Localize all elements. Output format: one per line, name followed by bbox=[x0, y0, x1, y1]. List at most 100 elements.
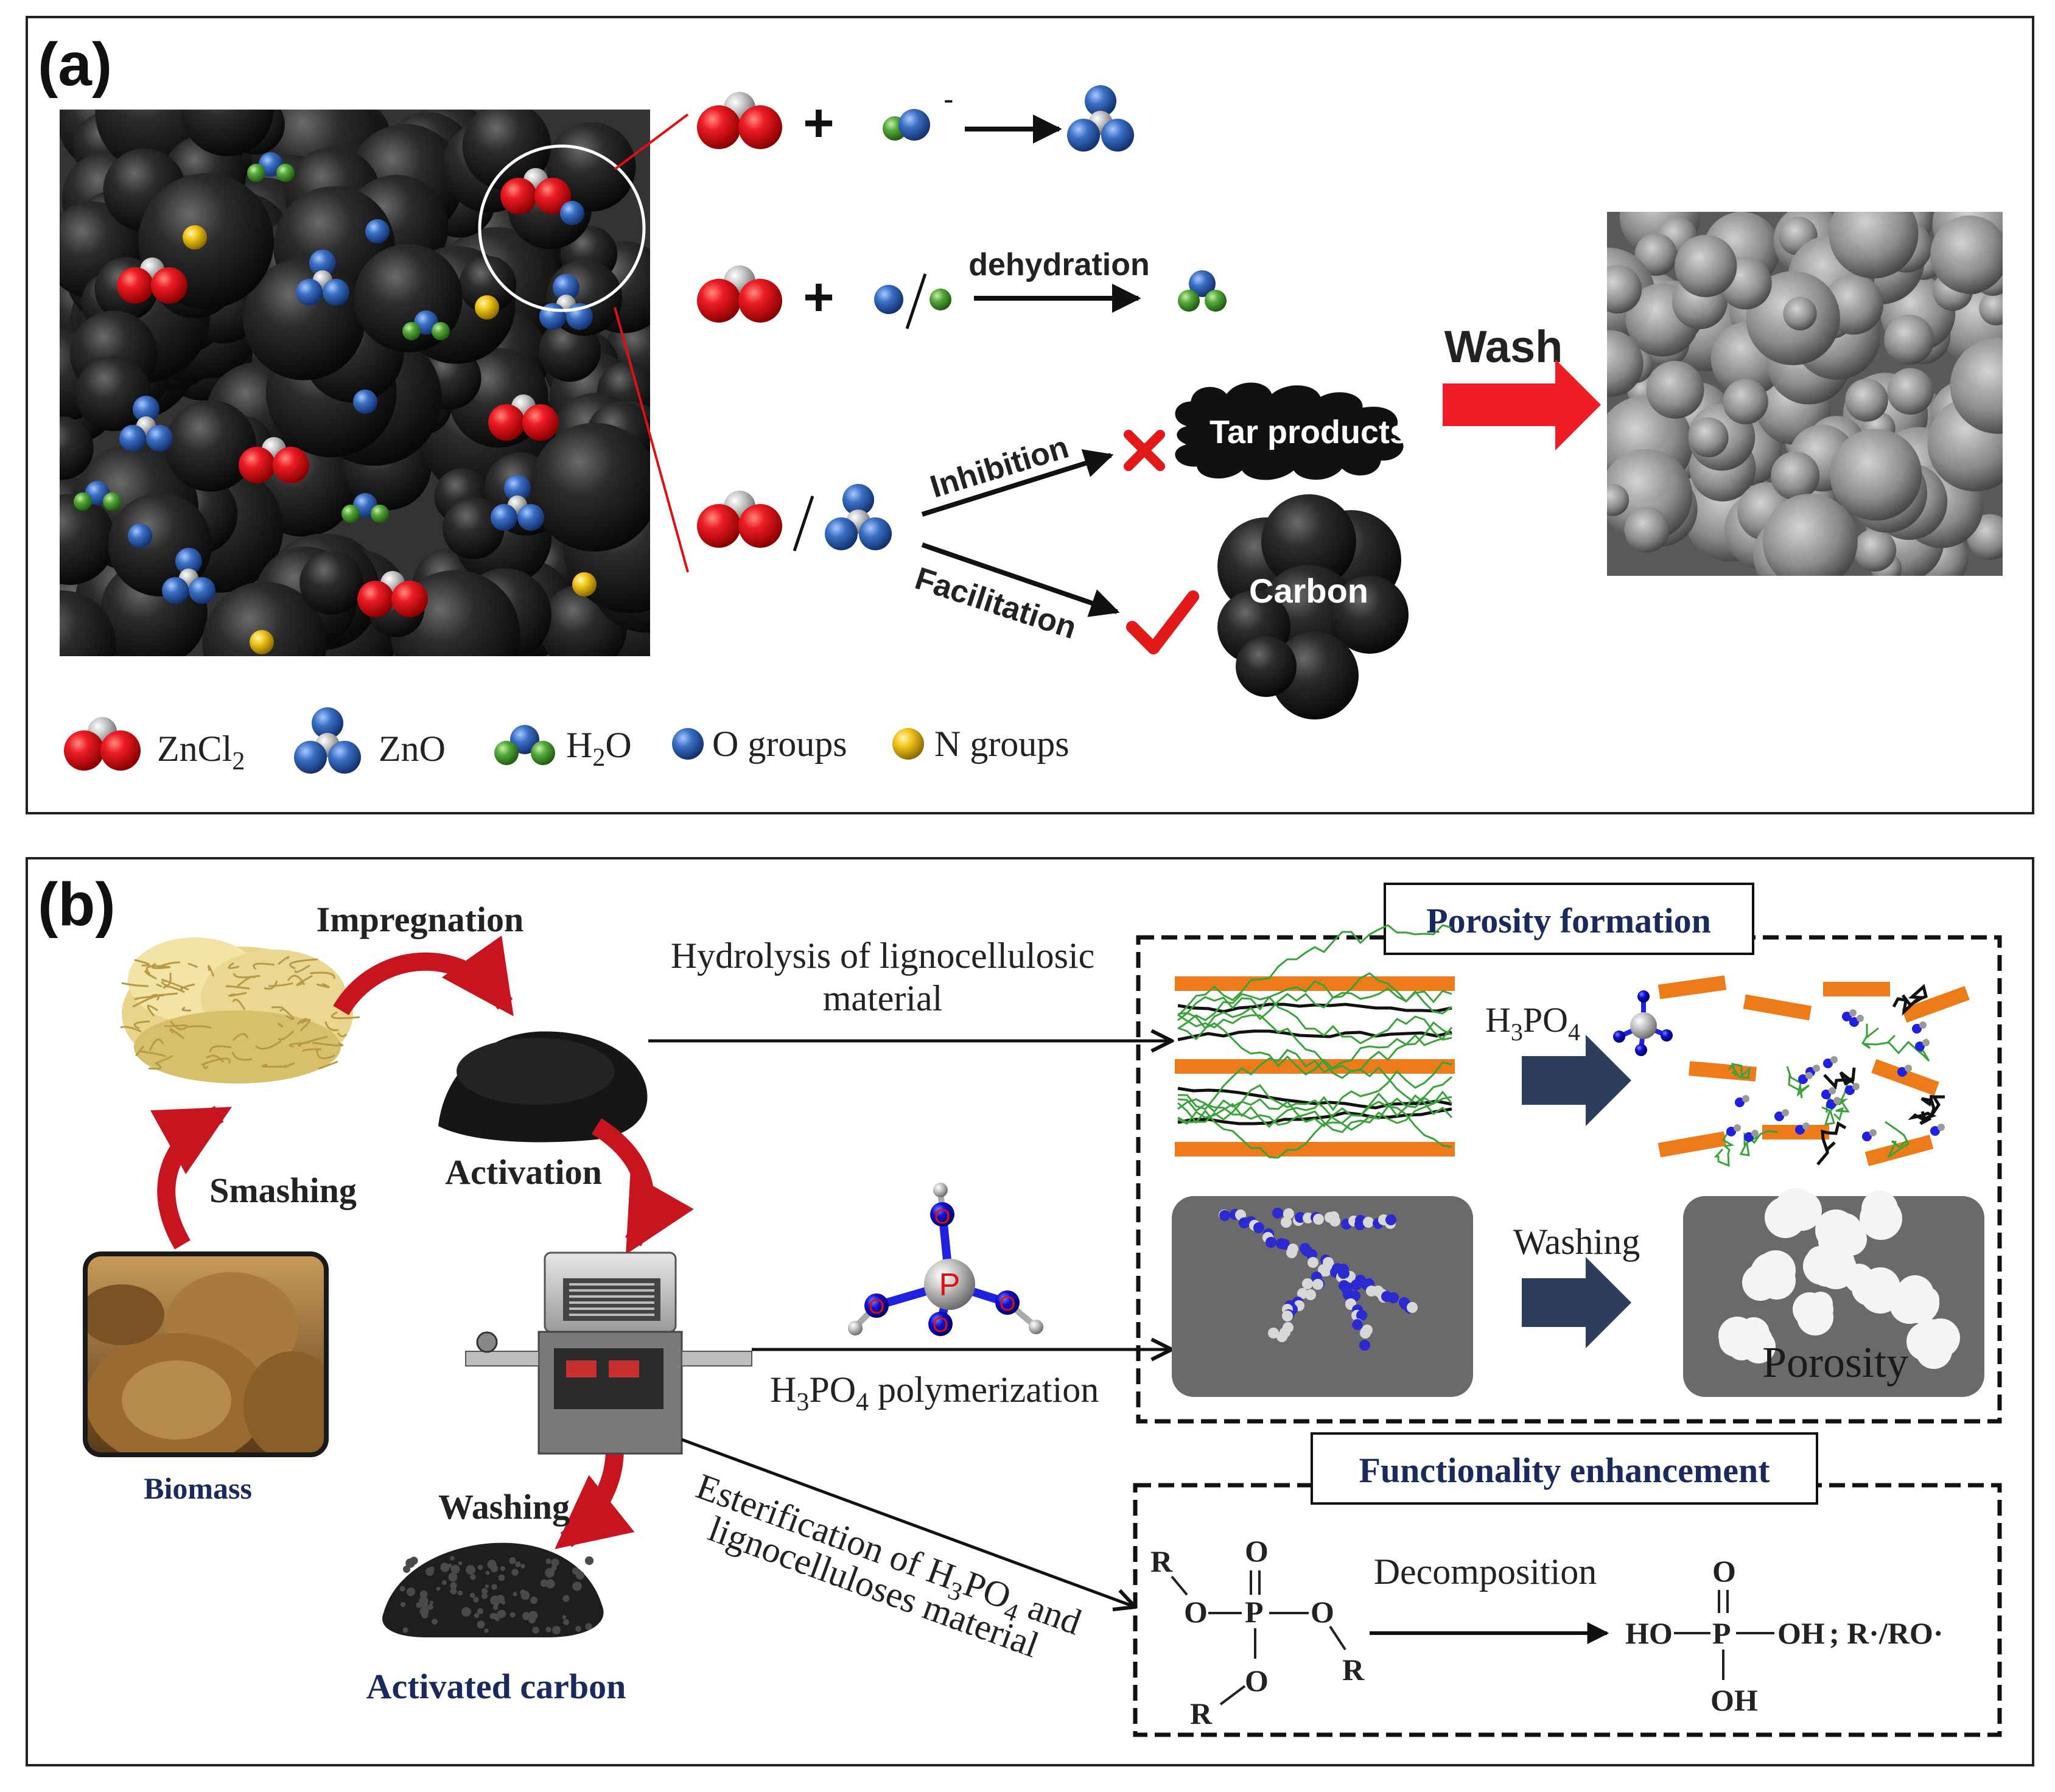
activated-carbon-image bbox=[382, 1542, 604, 1637]
functionality-title-box bbox=[1311, 1432, 1818, 1505]
legend-n-group-icon bbox=[892, 728, 924, 760]
molecule-o-label: O bbox=[933, 1314, 948, 1337]
carbon-label: Carbon bbox=[1249, 572, 1368, 610]
svg-text:HO: HO bbox=[1625, 1616, 1673, 1650]
h3po4-label: H3PO4 bbox=[1485, 1000, 1580, 1046]
tar-products-cloud: Tar products bbox=[1173, 380, 1408, 482]
legend-zncl2-label: ZnCl2 bbox=[157, 729, 245, 775]
slash-separator bbox=[793, 495, 814, 551]
reaction-row-1: + - bbox=[697, 82, 1134, 153]
activated-carbon-label: Activated carbon bbox=[366, 1667, 626, 1706]
svg-text:R: R bbox=[1150, 1544, 1173, 1578]
legend-n-group-label: N groups bbox=[934, 724, 1070, 764]
legend-h2o-icon bbox=[494, 725, 555, 765]
carbon-particle bbox=[442, 497, 505, 559]
carbon-particle bbox=[60, 590, 116, 656]
block-arrow-2 bbox=[1522, 1257, 1631, 1348]
carbon-particle bbox=[75, 355, 151, 432]
zno-molecule-2 bbox=[825, 484, 892, 550]
check-icon bbox=[1126, 590, 1199, 654]
tar-products-label: Tar products bbox=[1210, 414, 1408, 450]
functionality-title: Functionality enhancement bbox=[1359, 1451, 1770, 1490]
straw-pile-image bbox=[120, 937, 360, 1083]
carbon-particle bbox=[180, 110, 274, 156]
o-group-or-h2o bbox=[874, 273, 951, 329]
washing-label: Washing bbox=[1513, 1222, 1640, 1262]
phosphoric-acid-product: HO P O OH ; R·/RO· OH bbox=[1625, 1554, 1944, 1717]
zoom-circle bbox=[478, 144, 646, 312]
esterification-arrow bbox=[681, 1438, 1135, 1607]
zncl2-molecule bbox=[697, 92, 782, 149]
phosphate-ester-structure: R O P O O R O R bbox=[1150, 1534, 1365, 1731]
disrupted-lignocellulose bbox=[1658, 975, 1970, 1167]
minus-superscript: - bbox=[943, 82, 954, 116]
molecule-p-label: P bbox=[939, 1267, 961, 1303]
legend-h2o-label: H2O bbox=[566, 725, 632, 772]
carbon-particle bbox=[60, 416, 94, 480]
facilitation-arrow bbox=[921, 542, 1120, 617]
carbon-particle bbox=[202, 581, 327, 656]
legend-zno-icon bbox=[294, 707, 361, 774]
h3po4-molecule: P O O O O bbox=[848, 1183, 1043, 1337]
hydrolysis-label-line1: Hydrolysis of lignocellulosic bbox=[671, 936, 1095, 976]
cross-icon bbox=[1124, 430, 1165, 471]
h2o-molecule bbox=[1178, 270, 1227, 312]
impregnation-label: Impregnation bbox=[317, 900, 524, 939]
legend-zno-label: ZnO bbox=[379, 729, 446, 769]
plus-sign-1: + bbox=[803, 93, 834, 153]
carbon-particle bbox=[299, 550, 364, 615]
zoom-line-bottom bbox=[614, 307, 689, 573]
hydroxide-ion bbox=[883, 109, 930, 141]
svg-text:O: O bbox=[1311, 1595, 1334, 1629]
svg-text:O: O bbox=[1184, 1595, 1208, 1629]
svg-text:O: O bbox=[1245, 1534, 1269, 1568]
panel-a-label: (a) bbox=[38, 30, 112, 99]
block-arrow-1 bbox=[1522, 1035, 1631, 1126]
carbon-particle bbox=[459, 256, 517, 313]
svg-text:; R·/RO·: ; R·/RO· bbox=[1829, 1616, 1944, 1650]
inhibition-arrow bbox=[921, 449, 1114, 517]
porosity-title-box bbox=[1384, 883, 1754, 955]
zoom-line-top bbox=[614, 113, 689, 170]
small-h3po4-molecule bbox=[1613, 990, 1673, 1056]
svg-text:O: O bbox=[1245, 1664, 1269, 1698]
carbon-mosaic bbox=[60, 110, 650, 656]
polymerization-label: H3PO4 polymerization bbox=[770, 1370, 1099, 1416]
svg-text:OH: OH bbox=[1710, 1683, 1758, 1717]
zno-molecule-1 bbox=[1067, 85, 1134, 152]
zncl2-molecule bbox=[697, 265, 782, 323]
dehydration-label: dehydration bbox=[968, 247, 1150, 282]
wash-label: Wash bbox=[1444, 321, 1563, 372]
zncl2-molecule bbox=[697, 491, 782, 548]
svg-text:P: P bbox=[1245, 1595, 1264, 1629]
svg-text:R: R bbox=[1190, 1696, 1213, 1731]
lignocellulose-layers bbox=[1175, 924, 1455, 1159]
legend-o-group-icon bbox=[672, 728, 704, 760]
molecule-o-label: O bbox=[934, 1205, 950, 1228]
polymer-network-panel bbox=[1172, 1196, 1473, 1397]
wash-arrow bbox=[1443, 359, 1601, 450]
smashing-curved-arrow bbox=[150, 1105, 232, 1250]
molecule-o-label: O bbox=[999, 1292, 1015, 1315]
smashing-label: Smashing bbox=[209, 1171, 357, 1210]
carbon-particle bbox=[164, 400, 256, 492]
svg-text:P: P bbox=[1712, 1616, 1731, 1650]
porosity-panel: Porosity bbox=[1683, 1188, 1984, 1397]
legend-o-group-label: O groups bbox=[712, 724, 847, 764]
carbon-particle bbox=[60, 494, 116, 585]
activation-curved-arrow bbox=[591, 1118, 694, 1255]
activation-label: Activation bbox=[445, 1152, 602, 1192]
legend-zncl2-icon bbox=[64, 717, 141, 771]
molecule-o-label: O bbox=[869, 1295, 884, 1318]
sem-image bbox=[1607, 212, 2003, 576]
washing-curved-arrow bbox=[555, 1448, 635, 1549]
svg-text:OH: OH bbox=[1777, 1616, 1825, 1650]
washing-step-label: Washing bbox=[438, 1487, 570, 1527]
svg-text:R: R bbox=[1342, 1653, 1365, 1687]
biomass-photo bbox=[83, 1251, 329, 1457]
impregnation-curved-arrow bbox=[333, 935, 514, 1017]
black-powder-image bbox=[438, 1031, 648, 1143]
carbon-particle bbox=[530, 422, 650, 552]
decomposition-label: Decomposition bbox=[1374, 1552, 1597, 1592]
